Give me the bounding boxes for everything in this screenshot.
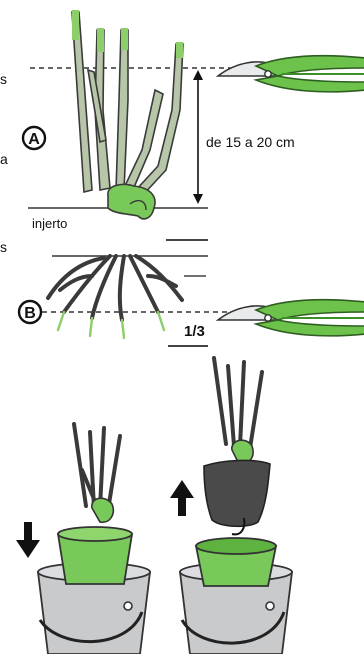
arrow-down-icon	[16, 522, 40, 558]
graft-label: injerto	[32, 216, 67, 231]
panel-b: B 1/3	[19, 256, 230, 346]
lifted-rose-stems	[214, 358, 262, 448]
green-pot-right	[196, 538, 276, 586]
pruning-shears-icon	[218, 56, 364, 92]
root-ball	[204, 460, 270, 526]
svg-text:A: A	[28, 131, 40, 148]
soak-step-right	[170, 358, 292, 654]
soak-step-left	[16, 424, 150, 654]
step-a-badge: A	[23, 127, 45, 149]
edge-text-mid: a	[0, 151, 8, 167]
potted-graft	[92, 498, 113, 522]
green-pot-left	[58, 527, 132, 584]
svg-text:B: B	[24, 305, 36, 322]
graft-union	[108, 184, 155, 218]
root-tips	[58, 312, 164, 338]
edge-text-low: s	[0, 239, 7, 255]
arrow-up-icon	[170, 480, 194, 516]
rose-roots	[48, 256, 182, 320]
edge-text-top: s	[0, 71, 7, 87]
root-fraction-label: 1/3	[184, 323, 205, 340]
pruning-shears-icon	[218, 300, 364, 336]
potted-rose-stems	[74, 424, 120, 510]
height-arrow	[193, 70, 203, 204]
step-b-badge: B	[19, 301, 41, 323]
panel-a: de 15 a 20 cm A injerto	[23, 10, 295, 231]
height-range-label: de 15 a 20 cm	[206, 134, 295, 150]
